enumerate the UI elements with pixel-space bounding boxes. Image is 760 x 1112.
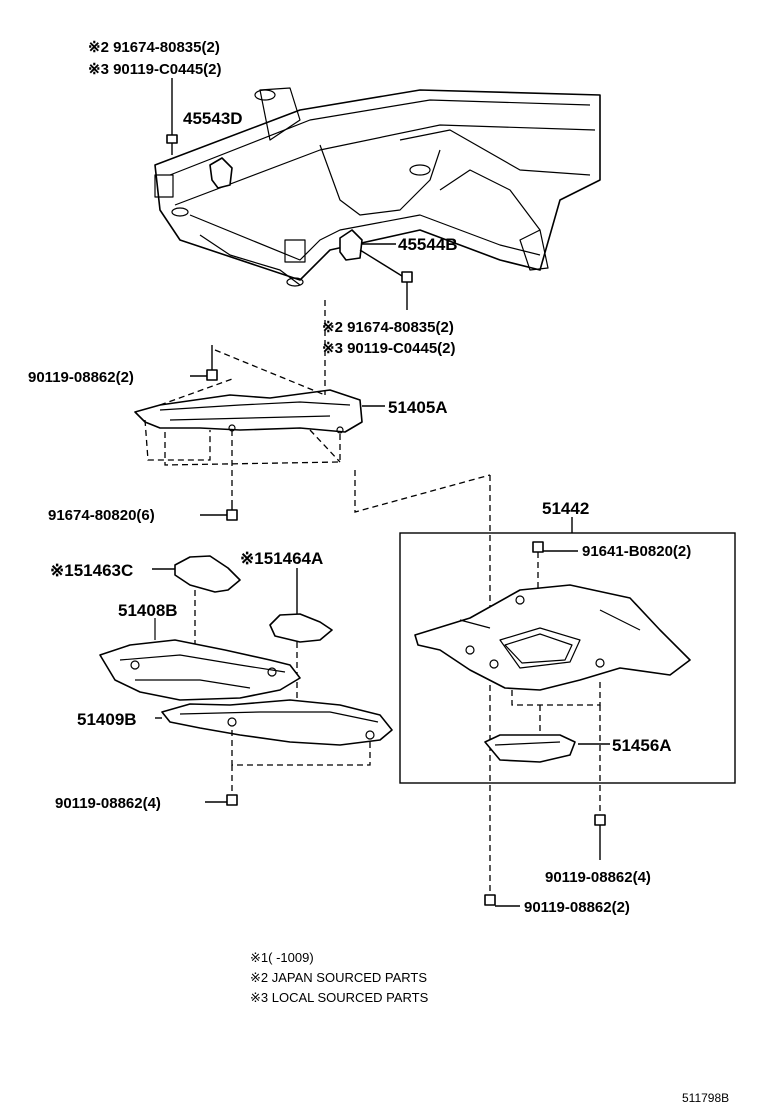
callout-cover-51409b: 51409B — [77, 710, 137, 729]
cover-51405a — [134, 389, 363, 434]
callout-bolt-51409b-bottom: 90119-08862(4) — [55, 795, 161, 812]
figure-reference: 511798B — [682, 1091, 729, 1105]
dashed-box-51405a — [144, 300, 341, 500]
callout-bolt-long-bottom: 90119-08862(2) — [524, 899, 630, 916]
callout-bolt-top-b: ※3 90119-C0445(2) — [88, 61, 222, 78]
bolt-51405a-bottom-icon — [200, 500, 238, 521]
callout-cover-51405a: 51405A — [388, 398, 448, 417]
footnote-1: ※1( -1009) — [250, 950, 314, 965]
bolt-top-icon — [166, 78, 178, 155]
cover-51464a — [269, 568, 333, 705]
callout-cover-51456a: 51456A — [612, 736, 672, 755]
callout-cover-51408b: 51408B — [118, 601, 178, 620]
callout-bracket-45544b: 45544B — [398, 235, 458, 254]
footnote-3: ※3 LOCAL SOURCED PARTS — [250, 990, 429, 1005]
callout-bolt-mid-b: ※3 90119-C0445(2) — [322, 340, 456, 357]
cover-51463c — [152, 555, 241, 650]
footnote-2: ※2 JAPAN SOURCED PARTS — [250, 970, 427, 985]
cover-51409b — [161, 699, 393, 746]
bolt-long-bottom-icon — [484, 894, 520, 907]
callout-cover-51463c: ※151463C — [50, 561, 133, 580]
callout-bolt-51456a-bottom: 90119-08862(4) — [545, 869, 651, 886]
dashed-51409b — [231, 730, 371, 766]
callout-bolt-51405a-top: 90119-08862(2) — [28, 369, 134, 386]
bolt-51409b-bottom-icon — [205, 794, 238, 806]
callout-cover-51464a: ※151464A — [240, 549, 323, 568]
bolt-51442-top-icon — [532, 541, 578, 590]
dashed-51456a — [511, 680, 601, 706]
cover-51456a — [484, 734, 576, 763]
connector-dash — [354, 470, 491, 513]
callout-bolt-51405a-bottom: 91674-80820(6) — [48, 507, 155, 524]
bolt-51405a-top-icon — [190, 345, 218, 381]
callout-assembly-51442: 51442 — [542, 499, 589, 518]
callout-bracket-45543d: 45543D — [183, 109, 243, 128]
bracket-45543d — [209, 157, 233, 189]
callout-bolt-mid-a: ※2 91674-80835(2) — [322, 319, 454, 336]
bracket-45544b — [339, 229, 363, 261]
chassis-frame — [154, 87, 601, 287]
bolt-51456a-bottom-icon — [594, 814, 606, 860]
callout-bolt-51442-top: 91641-B0820(2) — [582, 543, 691, 560]
assembly-51442-box — [399, 532, 736, 784]
bolt-mid-icon — [359, 249, 413, 310]
cover-51408b — [99, 618, 301, 701]
callout-bolt-top-a: ※2 91674-80835(2) — [88, 39, 220, 56]
cover-51442-main — [414, 584, 691, 691]
